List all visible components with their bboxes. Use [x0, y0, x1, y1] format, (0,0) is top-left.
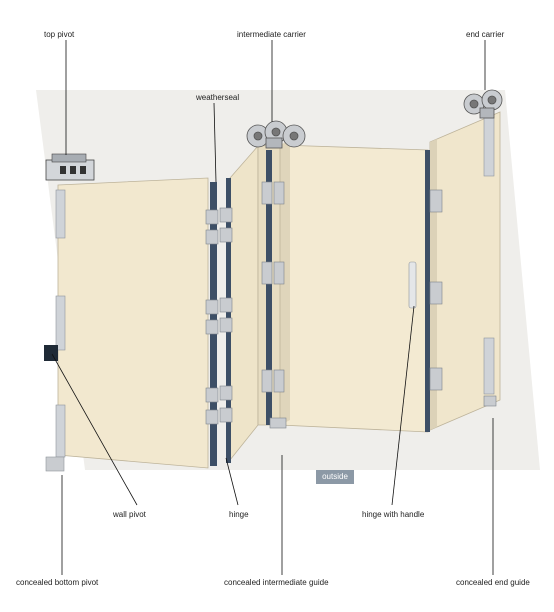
hinges-right: [429, 189, 497, 407]
panel-2: [226, 144, 281, 463]
hinges-middle: [261, 181, 287, 429]
end-carrier-hardware: [463, 89, 503, 119]
hinges-left: [205, 207, 233, 425]
leader-lines: [51, 40, 494, 575]
intermediate-carrier-hardware: [246, 120, 306, 149]
label-hinge-with-handle: hinge with handle: [362, 510, 425, 519]
panel-3: [279, 140, 430, 433]
label-hinge: hinge: [229, 510, 249, 519]
label-concealed-intermediate-guide: concealed intermediate guide: [224, 578, 329, 587]
label-weatherseal: weatherseal: [196, 93, 240, 102]
label-concealed-bottom-pivot: concealed bottom pivot: [16, 578, 99, 587]
label-intermediate-carrier: intermediate carrier: [237, 30, 306, 39]
label-wall-pivot: wall pivot: [113, 510, 146, 519]
top-pivot-hardware: [45, 153, 95, 181]
label-end-carrier: end carrier: [466, 30, 505, 39]
label-top-pivot: top pivot: [44, 30, 75, 39]
panel-1: [44, 177, 217, 472]
label-concealed-end-guide: concealed end guide: [456, 578, 530, 587]
outside-badge: outside: [316, 470, 354, 484]
